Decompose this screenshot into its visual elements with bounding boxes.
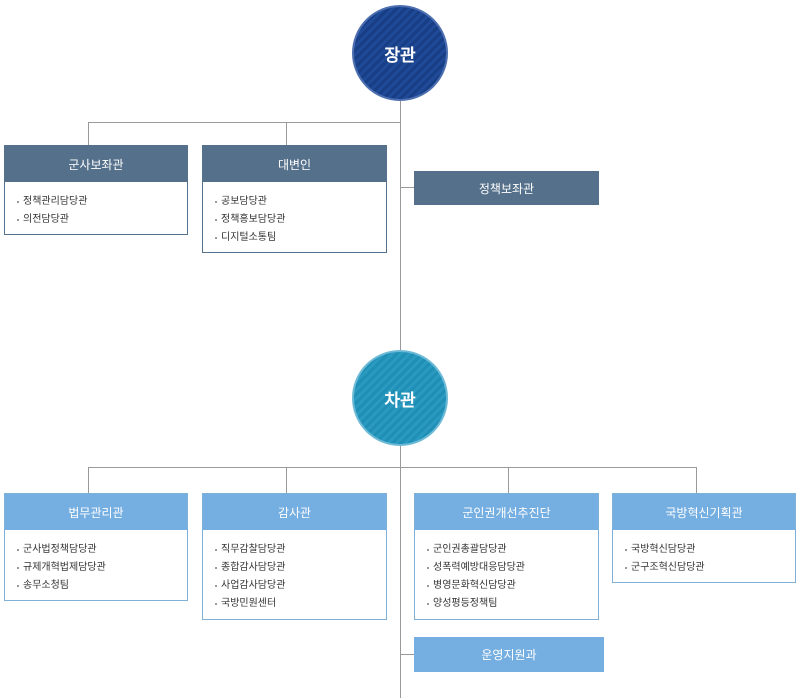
office-item-list: 국방혁신담당관 군구조혁신담당관: [613, 530, 795, 577]
bullet-icon: [17, 219, 19, 221]
list-item: 사업감사담당관: [215, 577, 386, 595]
list-item: 국방민원센터: [215, 595, 386, 613]
vice-horizontal-connector: [88, 467, 697, 468]
list-item: 병영문화혁신담당관: [427, 577, 598, 595]
list-item: 군구조혁신담당관: [625, 559, 795, 577]
office-operations-support[interactable]: 운영지원과: [414, 637, 604, 672]
bullet-icon: [17, 567, 19, 569]
office-item-list: 직무감찰담당관 종합감사담당관 사업감사담당관 국방민원센터: [203, 530, 386, 613]
office-item-list: 정책관리담당관 의전담당관: [5, 182, 187, 229]
office-item-list: 군인권총괄담당관 성폭력예방대응담당관 병영문화혁신담당관 양성평등정책팀: [415, 530, 598, 613]
list-item: 공보담당관: [215, 193, 386, 211]
bullet-icon: [625, 549, 627, 551]
list-item: 정책관리담당관: [17, 193, 187, 211]
vice-minister-title: 차관: [384, 390, 416, 411]
office-item-list: 공보담당관 정책홍보담당관 디지털소통팀: [203, 182, 386, 247]
office-header: 감사관: [203, 494, 386, 530]
office-legal-affairs[interactable]: 법무관리관 군사법정책담당관 규제개혁법제담당관 송무소청팀: [4, 493, 188, 601]
list-item: 양성평등정책팀: [427, 595, 598, 613]
minister-title: 장관: [384, 45, 416, 66]
list-item: 군인권총괄담당관: [427, 541, 598, 559]
bullet-icon: [427, 549, 429, 551]
office-header: 국방혁신기획관: [613, 494, 795, 530]
office-audit[interactable]: 감사관 직무감찰담당관 종합감사담당관 사업감사담당관 국방민원센터: [202, 493, 387, 620]
vice-drop-1: [88, 467, 89, 493]
bullet-icon: [215, 603, 217, 605]
minister-node[interactable]: 장관: [352, 5, 448, 101]
list-item: 의전담당관: [17, 211, 187, 229]
office-policy-aide[interactable]: 정책보좌관: [414, 171, 599, 205]
list-item: 직무감찰담당관: [215, 541, 386, 559]
bullet-icon: [215, 585, 217, 587]
office-defense-innovation[interactable]: 국방혁신기획관 국방혁신담당관 군구조혁신담당관: [612, 493, 796, 583]
list-item: 군사법정책담당관: [17, 541, 187, 559]
office-item-list: 군사법정책담당관 규제개혁법제담당관 송무소청팀: [5, 530, 187, 595]
vice-drop-3: [508, 467, 509, 493]
list-item: 정책홍보담당관: [215, 211, 386, 229]
bullet-icon: [17, 549, 19, 551]
office-header: 군사보좌관: [5, 146, 187, 182]
office-military-aide[interactable]: 군사보좌관 정책관리담당관 의전담당관: [4, 145, 188, 235]
bullet-icon: [17, 201, 19, 203]
minister-drop-1: [88, 122, 89, 145]
minister-drop-2: [286, 122, 287, 145]
bullet-icon: [215, 237, 217, 239]
vice-drop-4: [696, 467, 697, 493]
list-item: 규제개혁법제담당관: [17, 559, 187, 577]
bullet-icon: [17, 585, 19, 587]
bullet-icon: [427, 567, 429, 569]
office-header: 법무관리관: [5, 494, 187, 530]
side-office-connector: [400, 187, 414, 188]
bullet-icon: [215, 219, 217, 221]
list-item: 성폭력예방대응담당관: [427, 559, 598, 577]
vice-drop-2: [286, 467, 287, 493]
bullet-icon: [625, 567, 627, 569]
list-item: 송무소청팀: [17, 577, 187, 595]
list-item: 국방혁신담당관: [625, 541, 795, 559]
bullet-icon: [427, 603, 429, 605]
bullet-icon: [215, 549, 217, 551]
bottom-office-connector: [400, 654, 414, 655]
list-item: 디지털소통팀: [215, 229, 386, 247]
bullet-icon: [215, 567, 217, 569]
office-spokesperson[interactable]: 대변인 공보담당관 정책홍보담당관 디지털소통팀: [202, 145, 387, 253]
office-military-human-rights[interactable]: 군인권개선추진단 군인권총괄담당관 성폭력예방대응담당관 병영문화혁신담당관 양…: [414, 493, 599, 620]
vice-minister-node[interactable]: 차관: [352, 350, 448, 446]
office-header: 대변인: [203, 146, 386, 182]
bullet-icon: [215, 201, 217, 203]
office-header: 군인권개선추진단: [415, 494, 598, 530]
list-item: 종합감사담당관: [215, 559, 386, 577]
minister-horizontal-connector: [88, 122, 401, 123]
bullet-icon: [427, 585, 429, 587]
